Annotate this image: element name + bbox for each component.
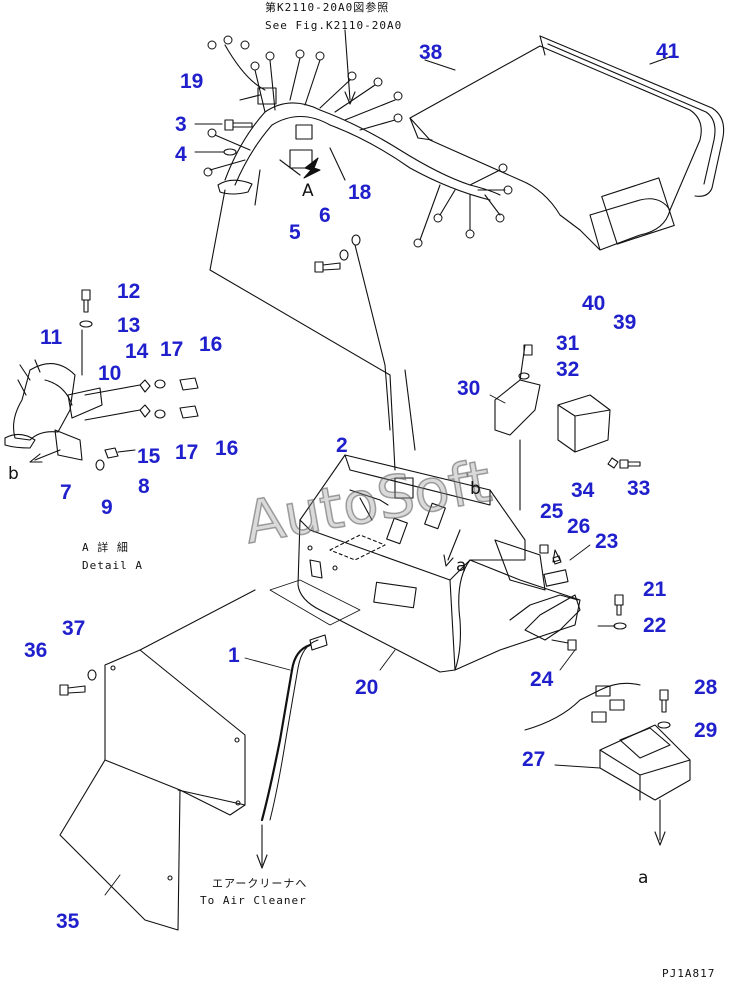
controller-27 bbox=[524, 682, 691, 846]
callout-13: 13 bbox=[117, 314, 141, 337]
callout-21: 21 bbox=[643, 578, 667, 601]
callout-16-lower: 16 bbox=[215, 437, 239, 460]
detail-a-jp: A 詳 細 bbox=[82, 541, 129, 554]
callout-20: 20 bbox=[355, 676, 379, 699]
callout-17-lower: 17 bbox=[175, 441, 199, 464]
callout-7: 7 bbox=[60, 481, 72, 504]
callout-15: 15 bbox=[137, 445, 161, 468]
callout-37: 37 bbox=[62, 617, 86, 640]
callout-17-upper: 17 bbox=[160, 338, 184, 361]
callout-11: 11 bbox=[40, 326, 63, 349]
callout-41: 41 bbox=[656, 40, 680, 63]
callout-6: 6 bbox=[319, 204, 331, 227]
callout-35: 35 bbox=[56, 910, 80, 933]
detail-a bbox=[4, 289, 199, 471]
callout-12: 12 bbox=[117, 280, 141, 303]
callout-28: 28 bbox=[694, 676, 718, 699]
callout-4: 4 bbox=[175, 143, 187, 166]
detail-a-en: Detail A bbox=[82, 559, 143, 572]
callout-23: 23 bbox=[595, 530, 619, 553]
callout-33: 33 bbox=[627, 477, 651, 500]
callout-30: 30 bbox=[457, 377, 481, 400]
callout-27: 27 bbox=[522, 748, 546, 771]
plate-35 bbox=[59, 649, 246, 931]
ref-note-jp: 第K2110-20A0図参照 bbox=[265, 1, 390, 14]
leaders bbox=[104, 394, 616, 896]
callout-29: 29 bbox=[694, 719, 718, 742]
air-cleaner-jp: エアークリーナへ bbox=[212, 877, 308, 890]
cover-38 bbox=[409, 45, 702, 251]
callout-26: 26 bbox=[567, 515, 591, 538]
callout-9: 9 bbox=[101, 496, 113, 519]
callout-10: 10 bbox=[98, 362, 122, 385]
callout-38: 38 bbox=[419, 41, 443, 64]
harness bbox=[209, 57, 506, 241]
callout-2: 2 bbox=[336, 434, 348, 457]
cover-41-frame bbox=[539, 35, 725, 197]
figure-code: PJ1A817 bbox=[662, 967, 716, 980]
callout-36: 36 bbox=[24, 639, 48, 662]
callout-32: 32 bbox=[556, 358, 580, 381]
ref-note-en: See Fig.K2110-20A0 bbox=[265, 19, 403, 32]
view-letter-a-box: a bbox=[456, 556, 467, 576]
callout-5: 5 bbox=[289, 221, 301, 244]
callout-22: 22 bbox=[643, 614, 667, 637]
callout-25: 25 bbox=[540, 500, 564, 523]
view-letter-b-detail: b bbox=[8, 464, 19, 484]
callout-40: 40 bbox=[582, 292, 606, 315]
callout-3: 3 bbox=[175, 113, 187, 136]
view-letter-a-upper: A bbox=[302, 181, 314, 201]
callout-24: 24 bbox=[530, 668, 554, 691]
box-20 bbox=[297, 454, 581, 673]
box-internals bbox=[349, 477, 581, 641]
air-cleaner-en: To Air Cleaner bbox=[200, 894, 307, 907]
view-letter-b-box: b bbox=[470, 479, 481, 499]
callout-16-upper: 16 bbox=[199, 333, 223, 356]
callout-31: 31 bbox=[556, 332, 580, 355]
callout-19: 19 bbox=[180, 70, 204, 93]
callout-8: 8 bbox=[138, 475, 150, 498]
callout-14: 14 bbox=[125, 340, 149, 363]
callout-18: 18 bbox=[348, 181, 372, 204]
callout-34: 34 bbox=[571, 479, 595, 502]
view-letter-a-controller: a bbox=[638, 868, 649, 888]
callout-1: 1 bbox=[228, 644, 240, 667]
callout-39: 39 bbox=[613, 311, 637, 334]
harness-terminals bbox=[203, 35, 513, 248]
